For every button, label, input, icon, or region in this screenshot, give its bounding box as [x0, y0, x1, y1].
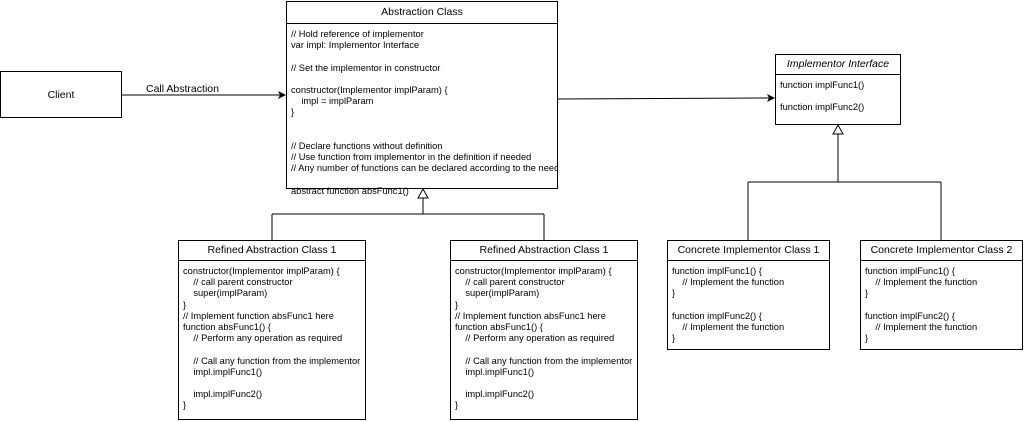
- code-line: [455, 344, 637, 355]
- call-abstraction-label: Call Abstraction: [146, 83, 219, 95]
- code-line: // Perform any operation as required: [455, 333, 615, 344]
- code-line: // Implement the function: [865, 277, 978, 288]
- code-line: }: [183, 400, 187, 411]
- concrete-implementor-body-1: function implFunc1() { // Implement the …: [668, 261, 829, 344]
- code-line: }: [865, 288, 869, 299]
- concrete-implementor-box-1: Concrete Implementor Class 1 function im…: [667, 240, 830, 350]
- code-line: // call parent constructor: [455, 277, 565, 288]
- refined-abstraction-body-2: constructor(Implementor implParam) { // …: [451, 261, 637, 411]
- refined-abstraction-box-2: Refined Abstraction Class 1 constructor(…: [450, 240, 638, 420]
- code-line: [291, 74, 557, 85]
- code-line: var impl: Implementor Interface: [291, 40, 420, 51]
- code-line: impl.implFunc2(): [183, 389, 263, 400]
- code-line: // Use function from implementor in the …: [291, 152, 532, 163]
- code-line: }: [865, 333, 869, 344]
- code-line: // Implement function absFunc1 here: [183, 310, 334, 321]
- code-line: }: [183, 299, 187, 310]
- code-line: // Any number of functions can be declar…: [291, 163, 557, 174]
- refined-abstraction-box-1: Refined Abstraction Class 1 constructor(…: [178, 240, 366, 420]
- code-line: // Call any function from the implemento…: [183, 355, 361, 366]
- refined-abstraction-body-1: constructor(Implementor implParam) { // …: [179, 261, 365, 411]
- code-line: // Implement the function: [672, 277, 785, 288]
- code-line: // Implement function absFunc1 here: [455, 310, 606, 321]
- code-line: constructor(Implementor implParam) {: [455, 266, 612, 276]
- concrete-implementor-title-1: Concrete Implementor Class 1: [668, 241, 829, 261]
- code-line: }: [672, 333, 676, 344]
- concrete-implementor-title-2: Concrete Implementor Class 2: [861, 241, 1022, 261]
- code-line: }: [291, 107, 295, 118]
- code-line: function absFunc1() {: [455, 321, 543, 332]
- implementor-interface-box: Implementor Interface function implFunc1…: [775, 54, 901, 125]
- code-line: super(implParam): [455, 288, 540, 299]
- code-line: function implFunc1(): [780, 80, 865, 90]
- code-line: [455, 378, 637, 389]
- implementor-inheritance: [747, 123, 942, 240]
- code-line: impl.implFunc1(): [455, 366, 535, 377]
- client-label: Client: [47, 88, 75, 101]
- code-line: [291, 130, 557, 141]
- code-line: function implFunc1() {: [672, 266, 762, 276]
- abstraction-inheritance: [271, 187, 545, 240]
- implementor-interface-body: function implFunc1() function implFunc2(): [776, 75, 900, 114]
- code-line: // Implement the function: [672, 321, 785, 332]
- abstraction-class-title: Abstraction Class: [287, 2, 557, 24]
- code-line: function absFunc1() {: [183, 321, 271, 332]
- code-line: function implFunc2() {: [672, 310, 762, 321]
- code-line: impl = implParam: [291, 96, 374, 107]
- code-line: }: [455, 299, 459, 310]
- code-line: [291, 119, 557, 130]
- code-line: function implFunc1() {: [865, 266, 955, 276]
- refined-abstraction-title-1: Refined Abstraction Class 1: [179, 241, 365, 261]
- abstraction-class-box: Abstraction Class // Hold reference of i…: [286, 1, 558, 196]
- code-line: // Call any function from the implemento…: [455, 355, 633, 366]
- implementor-interface-title: Implementor Interface: [776, 55, 900, 75]
- code-line: abstract function absFunc1(): [291, 185, 409, 196]
- code-line: // Implement the function: [865, 321, 978, 332]
- code-line: [780, 91, 900, 102]
- code-line: impl.implFunc2(): [455, 389, 535, 400]
- client-box: Client: [0, 71, 122, 118]
- code-line: [183, 344, 365, 355]
- bridge-arrow: [557, 97, 770, 100]
- code-line: super(implParam): [183, 288, 268, 299]
- code-line: // Perform any operation as required: [183, 333, 343, 344]
- code-line: // Set the implementor in constructor: [291, 62, 441, 73]
- code-line: function implFunc2(): [780, 102, 865, 113]
- code-line: // Declare functions without definition: [291, 140, 443, 151]
- code-line: [291, 174, 557, 185]
- code-line: [672, 300, 829, 311]
- code-line: [865, 300, 1022, 311]
- bridge-arrowhead: [767, 94, 775, 102]
- code-line: [291, 51, 557, 62]
- code-line: // Hold reference of implementor: [291, 29, 424, 39]
- code-line: }: [672, 288, 676, 299]
- code-line: [183, 378, 365, 389]
- code-line: // call parent constructor: [183, 277, 293, 288]
- refined-abstraction-title-2: Refined Abstraction Class 1: [451, 241, 637, 261]
- concrete-implementor-box-2: Concrete Implementor Class 2 function im…: [860, 240, 1023, 350]
- code-line: }: [455, 400, 459, 411]
- code-line: constructor(Implementor implParam) {: [183, 266, 340, 276]
- call-abstraction-arrowhead: [278, 91, 286, 99]
- concrete-implementor-body-2: function implFunc1() { // Implement the …: [861, 261, 1022, 344]
- code-line: constructor(Implementor implParam) {: [291, 84, 448, 95]
- code-line: impl.implFunc1(): [183, 366, 263, 377]
- code-line: function implFunc2() {: [865, 310, 955, 321]
